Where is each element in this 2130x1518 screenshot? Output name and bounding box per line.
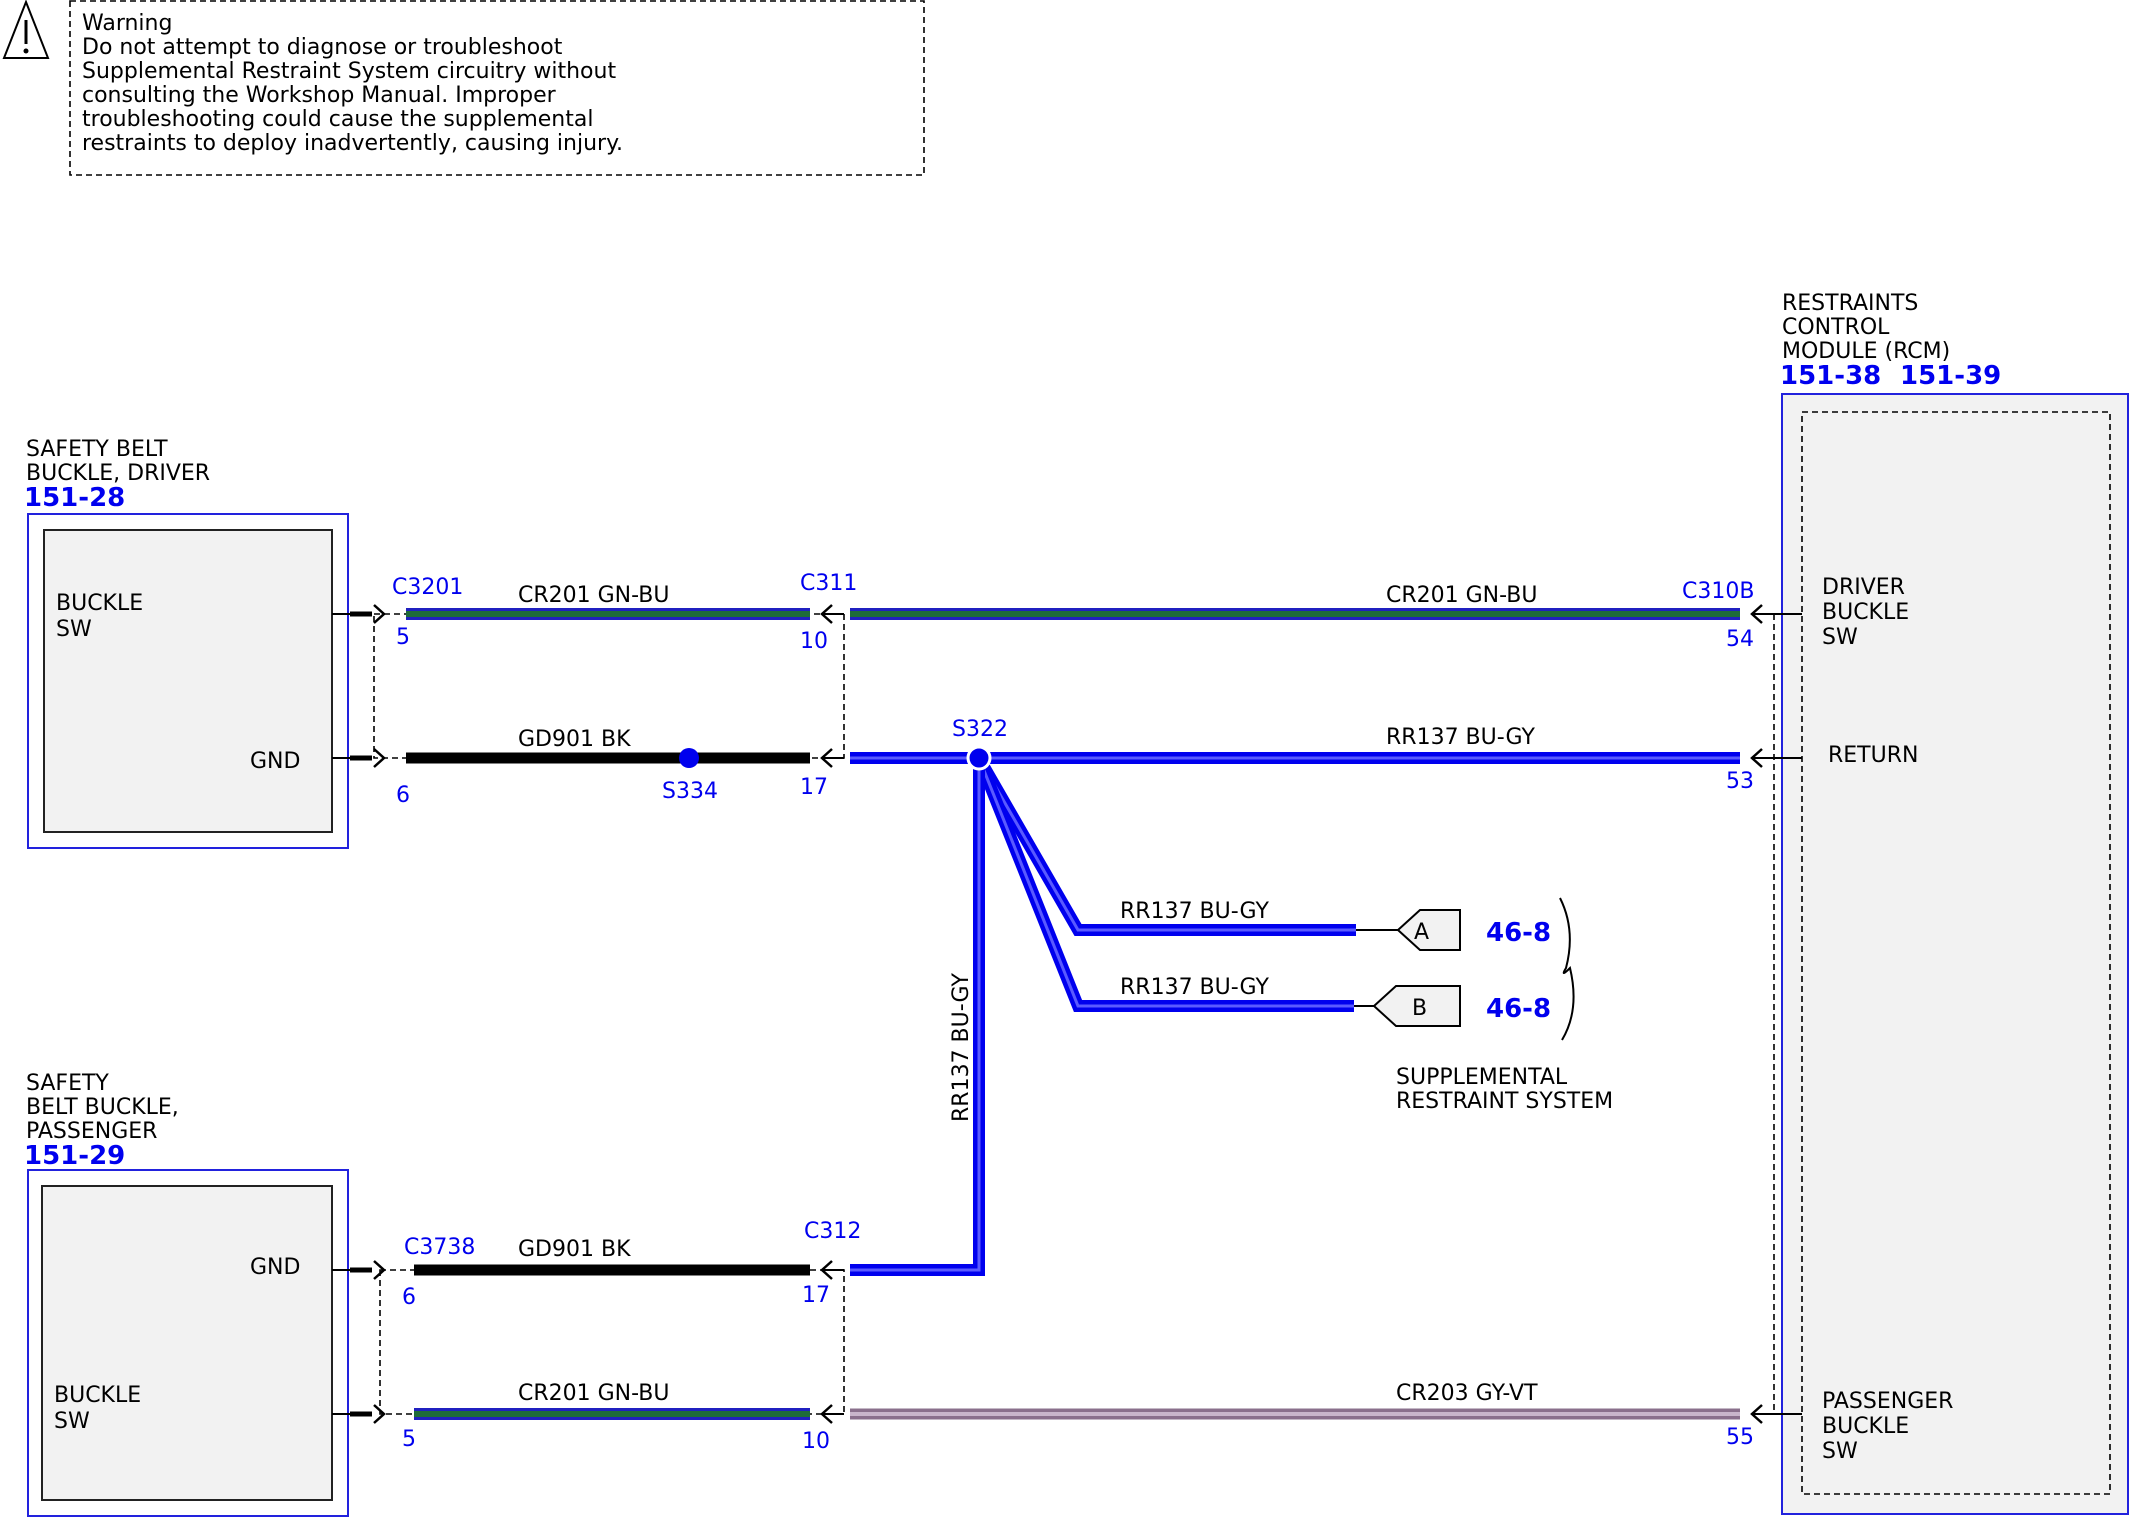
rcm-pin-label: PASSENGER bbox=[1822, 1389, 1953, 1414]
rcm-title-line: CONTROL bbox=[1782, 315, 1890, 340]
driver-title-line: SAFETY BELT bbox=[26, 437, 168, 462]
rcm-inner-frame bbox=[1801, 411, 2111, 1495]
rcm-pin-label: SW bbox=[1822, 625, 1858, 650]
splice-label: S334 bbox=[662, 779, 718, 804]
srs-connector-letter: B bbox=[1412, 996, 1427, 1021]
pin-number: 10 bbox=[800, 629, 828, 654]
pin-number: 6 bbox=[396, 783, 410, 808]
connector-label[interactable]: C312 bbox=[804, 1219, 861, 1244]
passenger-title-line: BELT BUCKLE, bbox=[26, 1095, 179, 1120]
splice-label: S322 bbox=[952, 717, 1008, 742]
c3738-pin6-arrow bbox=[373, 1260, 386, 1280]
driver-inner-box bbox=[43, 529, 333, 833]
srs-label-line: SUPPLEMENTAL bbox=[1396, 1065, 1568, 1090]
connector-label[interactable]: C310B bbox=[1682, 579, 1754, 604]
wire-label: CR201 GN-BU bbox=[518, 583, 670, 608]
wire-label: GD901 BK bbox=[518, 727, 631, 752]
wire-label: RR137 BU-GY bbox=[1120, 975, 1269, 1000]
warning-line: Supplemental Restraint System circuitry … bbox=[82, 59, 616, 84]
pin-number: 17 bbox=[800, 775, 828, 800]
wire-rr137-branch-b-core bbox=[977, 757, 1354, 1008]
wire-label-vertical: RR137 BU-GY bbox=[949, 973, 974, 1122]
driver-title-line: BUCKLE, DRIVER bbox=[26, 461, 210, 486]
driver-ref-link[interactable]: 151-28 bbox=[24, 483, 125, 513]
wire-label: CR201 GN-BU bbox=[518, 1381, 670, 1406]
wire-rr137-down-core bbox=[850, 758, 981, 1272]
pin-number: 5 bbox=[402, 1427, 416, 1452]
warning-frame bbox=[69, 0, 925, 176]
driver-buckle-module: SAFETY BELT BUCKLE, DRIVER 151-28 BUCKLE… bbox=[24, 437, 349, 849]
connector-label[interactable]: C3201 bbox=[392, 575, 463, 600]
wires-layer bbox=[332, 604, 1802, 1424]
passenger-switch-label: SW bbox=[54, 1409, 90, 1434]
warning-line: restraints to deploy inadvertently, caus… bbox=[82, 131, 623, 156]
wire-label: RR137 BU-GY bbox=[1120, 899, 1269, 924]
rcm-ref-link[interactable]: 151-39 bbox=[1900, 361, 2001, 391]
c3738-pin5-arrow bbox=[373, 1404, 386, 1424]
passenger-ref-link[interactable]: 151-29 bbox=[24, 1141, 125, 1171]
driver-gnd-label: GND bbox=[250, 749, 300, 774]
driver-switch-label: SW bbox=[56, 617, 92, 642]
rcm-module: RESTRAINTS CONTROL MODULE (RCM) 151-38 1… bbox=[1773, 291, 2129, 1515]
rcm-title-line: MODULE (RCM) bbox=[1782, 339, 1950, 364]
c3201-pin6-arrow bbox=[373, 748, 386, 768]
driver-outer-frame bbox=[27, 513, 349, 849]
passenger-buckle-module: SAFETY BELT BUCKLE, PASSENGER 151-29 GND… bbox=[24, 1071, 349, 1517]
pin-number: 5 bbox=[396, 625, 410, 650]
passenger-title-line: SAFETY bbox=[26, 1071, 109, 1096]
warning-triangle-icon bbox=[2, 0, 50, 59]
rcm-ref-link[interactable]: 151-38 bbox=[1780, 361, 1881, 391]
srs-ref-link[interactable]: 46-8 bbox=[1486, 918, 1551, 948]
warning-block: Warning Do not attempt to diagnose or tr… bbox=[2, 0, 925, 176]
c3201-pin5-arrow bbox=[373, 604, 386, 624]
driver-switch-label: BUCKLE bbox=[56, 591, 143, 616]
srs-brace bbox=[1559, 897, 1575, 1041]
srs-ref-link[interactable]: 46-8 bbox=[1486, 994, 1551, 1024]
warning-title: Warning bbox=[82, 11, 172, 36]
warning-line: consulting the Workshop Manual. Improper bbox=[82, 83, 557, 108]
passenger-outer-frame bbox=[27, 1169, 349, 1517]
wire-rr137-branch-b bbox=[973, 755, 1354, 1012]
pin-number: 10 bbox=[802, 1429, 830, 1454]
rcm-pin-label: BUCKLE bbox=[1822, 1414, 1909, 1439]
srs-connector-a[interactable]: A bbox=[1380, 892, 1461, 951]
srs-connector-b[interactable]: B bbox=[1372, 985, 1461, 1027]
passenger-title-line: PASSENGER bbox=[26, 1119, 157, 1144]
connector-label[interactable]: C311 bbox=[800, 571, 857, 596]
pin-number: 55 bbox=[1726, 1425, 1754, 1450]
rcm-pin-label: DRIVER bbox=[1822, 575, 1905, 600]
srs-connector-letter: A bbox=[1414, 920, 1429, 945]
warning-line: Do not attempt to diagnose or troublesho… bbox=[82, 35, 563, 60]
wire-label: CR203 GY-VT bbox=[1396, 1381, 1538, 1406]
connector-label[interactable]: C3738 bbox=[404, 1235, 475, 1260]
wire-rr137-branch-a-core bbox=[977, 757, 1356, 932]
rcm-outer-frame bbox=[1781, 393, 2129, 1515]
warning-line: troubleshooting could cause the suppleme… bbox=[82, 107, 593, 132]
pin-number: 6 bbox=[402, 1285, 416, 1310]
passenger-gnd-label: GND bbox=[250, 1255, 300, 1280]
passenger-inner-box bbox=[41, 1185, 333, 1501]
pin-number: 54 bbox=[1726, 627, 1754, 652]
pin-number: 17 bbox=[802, 1283, 830, 1308]
splice-s334 bbox=[679, 748, 699, 768]
rcm-title-line: RESTRAINTS bbox=[1782, 291, 1918, 316]
splice-s322 bbox=[966, 745, 992, 771]
wire-label: CR201 GN-BU bbox=[1386, 583, 1538, 608]
rcm-pin-label: SW bbox=[1822, 1439, 1858, 1464]
rcm-pin-label: BUCKLE bbox=[1822, 600, 1909, 625]
rcm-pin-label: RETURN bbox=[1828, 743, 1918, 768]
pin-number: 53 bbox=[1726, 769, 1754, 794]
passenger-switch-label: BUCKLE bbox=[54, 1383, 141, 1408]
wire-label: RR137 BU-GY bbox=[1386, 725, 1535, 750]
wire-label: GD901 BK bbox=[518, 1237, 631, 1262]
srs-label-line: RESTRAINT SYSTEM bbox=[1396, 1089, 1613, 1114]
